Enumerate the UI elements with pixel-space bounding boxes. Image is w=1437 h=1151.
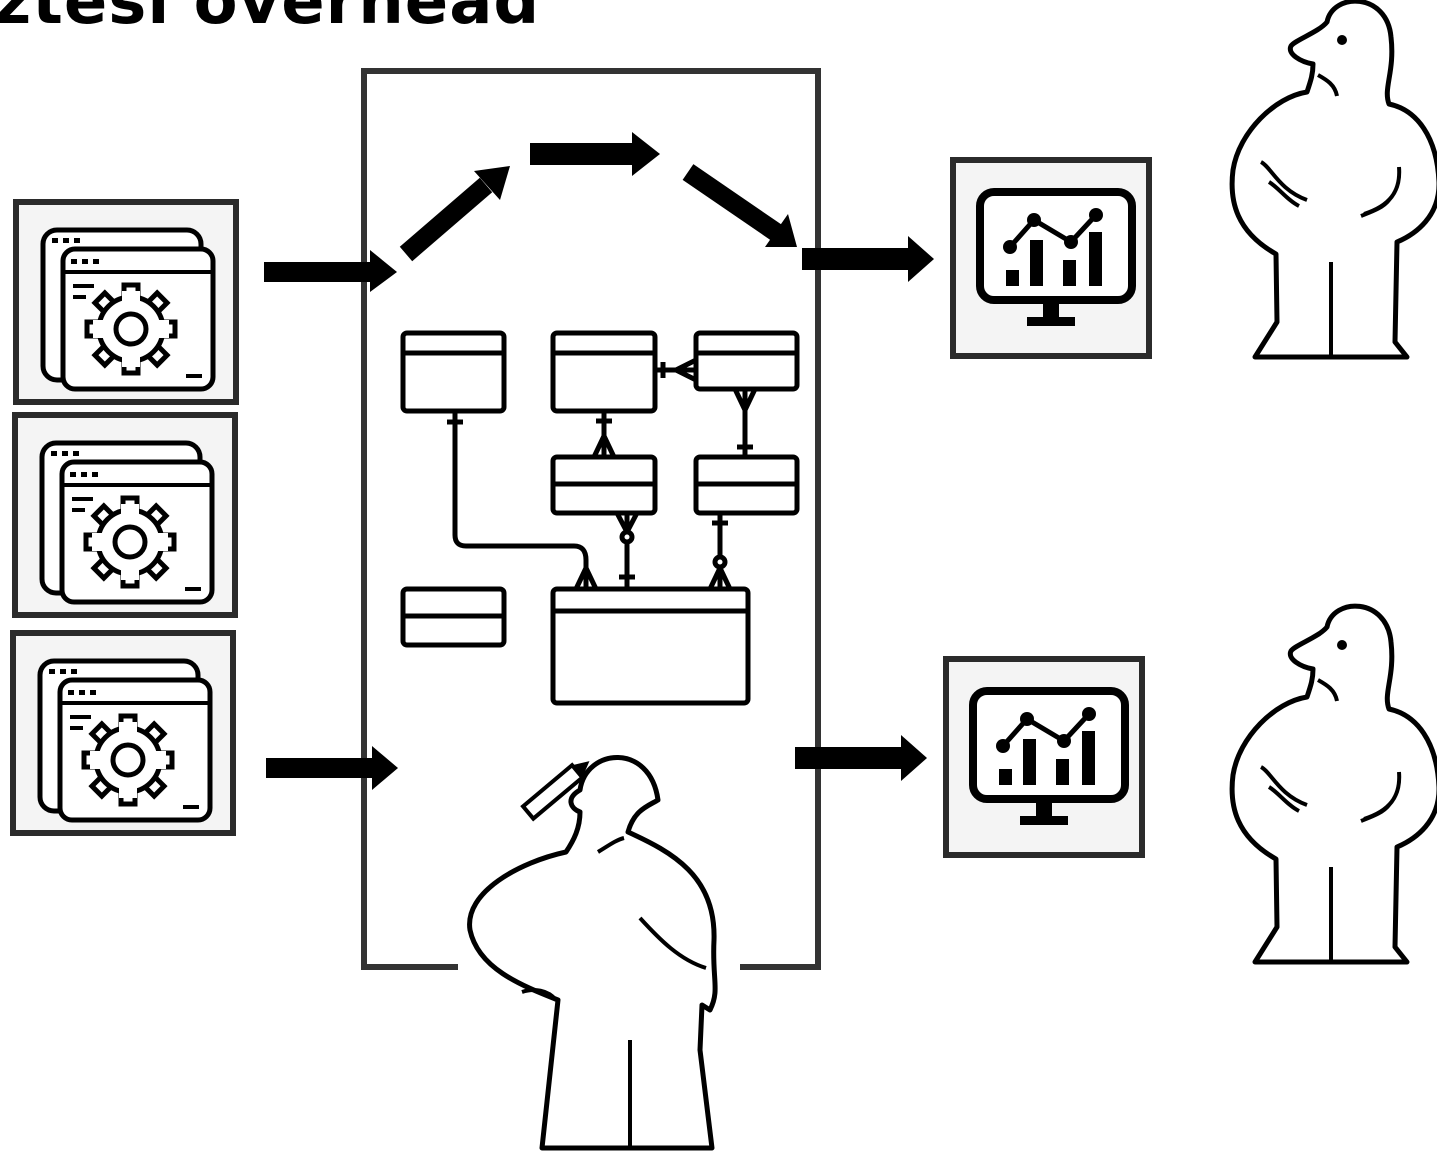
consumer-person-icon xyxy=(1232,606,1437,962)
arrow-right-icon xyxy=(266,746,398,790)
app-settings-icon xyxy=(16,202,236,402)
analytics-dashboard-icon xyxy=(946,659,1142,855)
app-settings-icon xyxy=(15,415,235,615)
arrow-right-icon xyxy=(264,250,397,292)
modeler-person-icon xyxy=(467,755,718,1151)
page-title: ztesi overhead xyxy=(0,0,541,39)
arrow-right-icon xyxy=(795,735,927,781)
analytics-dashboard-icon xyxy=(953,160,1149,356)
pipeline-arrows xyxy=(399,132,797,262)
er-diagram xyxy=(400,330,800,706)
app-settings-icon xyxy=(13,633,233,833)
data-warehouse-frame xyxy=(361,68,821,970)
arrow-right-icon xyxy=(802,236,934,282)
consumer-person-icon xyxy=(1232,1,1437,357)
